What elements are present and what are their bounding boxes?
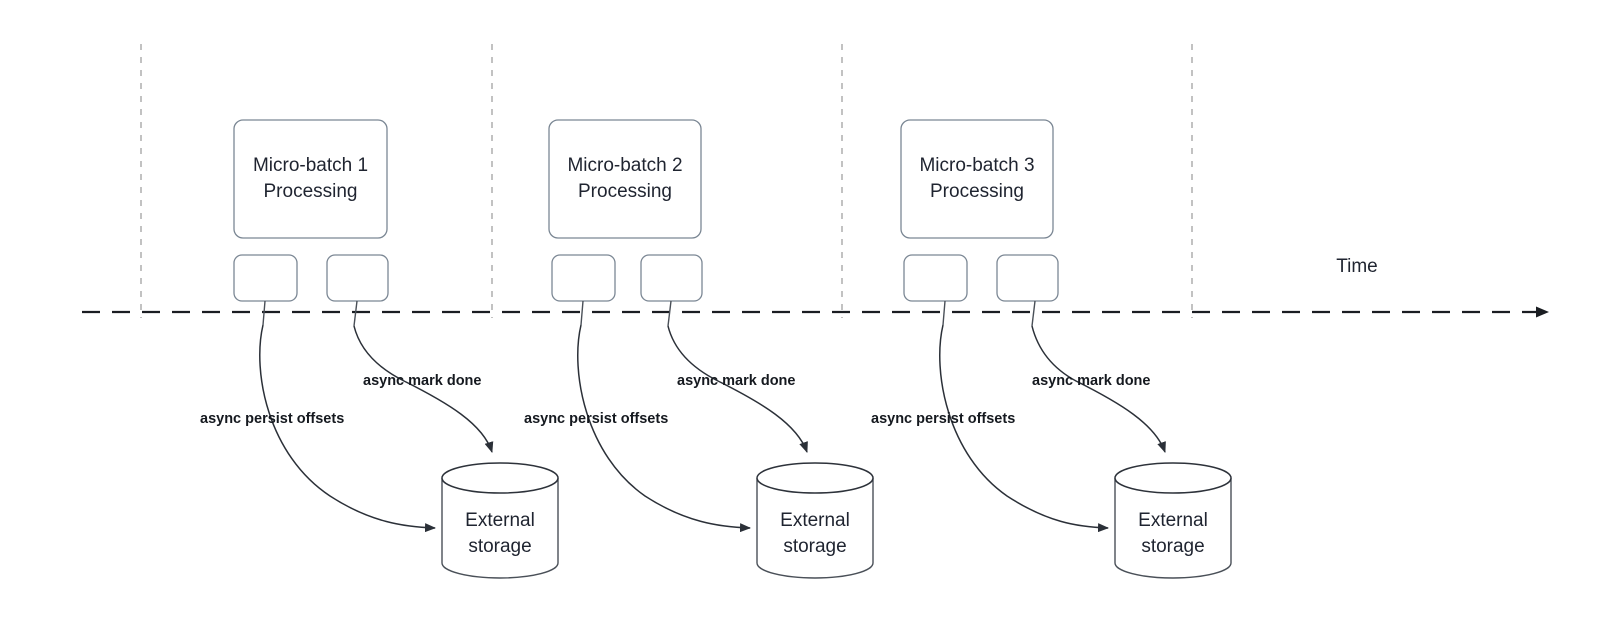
async-persist-offsets-2-label: async persist offsets — [524, 411, 668, 427]
micro-batch-1-label-line2: Processing — [264, 181, 358, 202]
async-persist-offsets-3-label: async persist offsets — [871, 411, 1015, 427]
async-mark-done-2-arrow — [667, 325, 808, 453]
group-2: Micro-batch 2 Processing async persist o… — [524, 119, 874, 579]
task-stem-persist-1 — [262, 300, 266, 326]
external-storage-3-body — [1114, 478, 1232, 579]
task-box-persist-3[interactable] — [903, 254, 968, 302]
micro-batch-3-box[interactable] — [900, 119, 1054, 239]
time-axis: Time — [82, 256, 1549, 318]
micro-batch-1-label-line1: Micro-batch 1 — [253, 155, 368, 176]
async-mark-done-1-arrow — [353, 325, 494, 453]
task-box-markdone-2[interactable] — [640, 254, 703, 302]
async-mark-done-3-arrow — [1031, 325, 1166, 453]
external-storage-1[interactable]: External storage — [441, 462, 559, 579]
external-storage-1-label-line2: storage — [468, 536, 531, 557]
external-storage-2-label-line1: External — [780, 510, 850, 531]
external-storage-3-label-line1: External — [1138, 510, 1208, 531]
time-axis-label: Time — [1336, 256, 1378, 277]
async-persist-offsets-3-arrow — [939, 324, 1109, 533]
external-storage-3-label-line2: storage — [1141, 536, 1204, 557]
external-storage-2-body — [756, 478, 874, 579]
task-box-markdone-1[interactable] — [326, 254, 389, 302]
async-persist-offsets-2-arrow — [577, 324, 751, 533]
task-stem-markdone-2 — [667, 300, 672, 327]
micro-batch-2-label-line1: Micro-batch 2 — [567, 155, 682, 176]
external-storage-3[interactable]: External storage — [1114, 462, 1232, 579]
async-persist-offsets-1-arrow — [259, 324, 436, 533]
micro-batch-2-box[interactable] — [548, 119, 702, 239]
micro-batch-3-label-line1: Micro-batch 3 — [919, 155, 1034, 176]
async-mark-done-2-label: async mark done — [677, 373, 795, 389]
external-storage-1-label-line1: External — [465, 510, 535, 531]
external-storage-1-top — [441, 462, 559, 494]
micro-batch-3-label-line2: Processing — [930, 181, 1024, 202]
async-persist-offsets-1-label: async persist offsets — [200, 411, 344, 427]
task-stem-persist-2 — [580, 300, 584, 326]
task-box-persist-2[interactable] — [551, 254, 616, 302]
micro-batch-2-label-line2: Processing — [578, 181, 672, 202]
async-mark-done-3-label: async mark done — [1032, 373, 1150, 389]
external-storage-1-body — [441, 478, 559, 579]
external-storage-3-top — [1114, 462, 1232, 494]
task-stem-markdone-1 — [353, 300, 358, 327]
group-1: Micro-batch 1 Processing async persist o… — [200, 119, 559, 579]
task-stem-persist-3 — [942, 300, 946, 326]
micro-batch-1-box[interactable] — [233, 119, 388, 239]
task-stem-markdone-3 — [1031, 300, 1036, 327]
external-storage-2-label-line2: storage — [783, 536, 846, 557]
external-storage-2-top — [756, 462, 874, 494]
group-3: Micro-batch 3 Processing async persist o… — [871, 119, 1232, 579]
external-storage-2[interactable]: External storage — [756, 462, 874, 579]
task-box-persist-1[interactable] — [233, 254, 298, 302]
task-box-markdone-3[interactable] — [996, 254, 1059, 302]
async-mark-done-1-label: async mark done — [363, 373, 481, 389]
